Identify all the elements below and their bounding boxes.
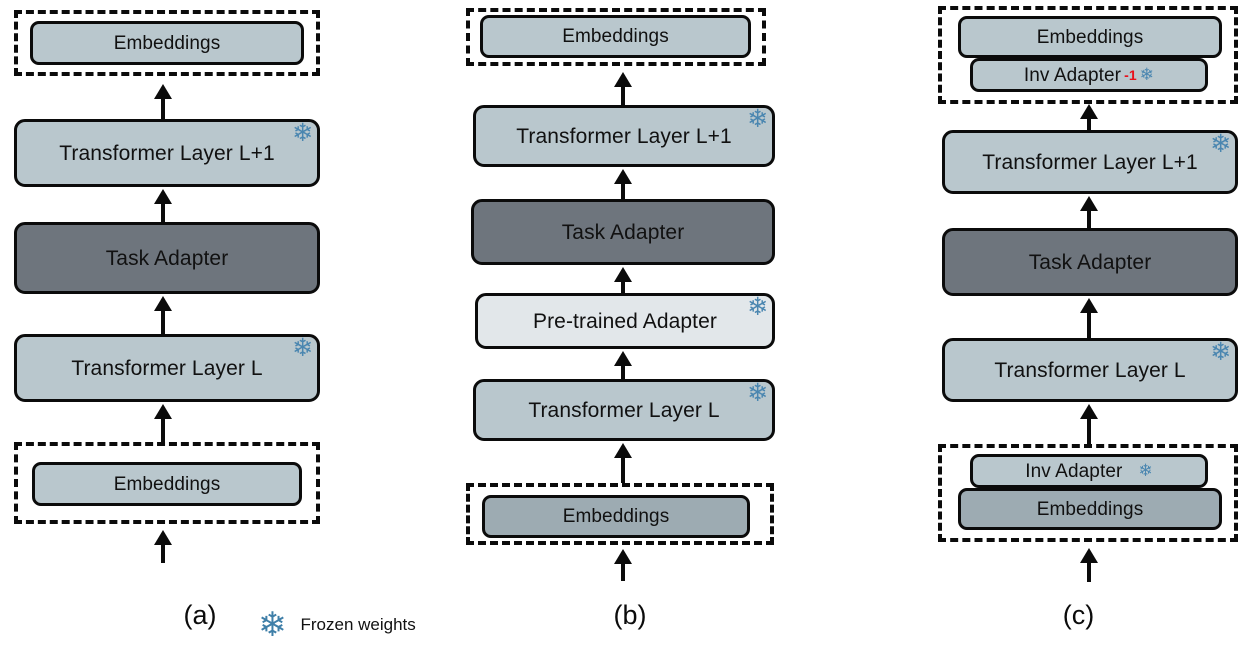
node-label: Task Adapter	[561, 220, 685, 244]
input-group-a	[14, 442, 320, 524]
output-group-b	[466, 8, 766, 66]
node-label: Task Adapter	[1028, 250, 1152, 274]
node-label: Task Adapter	[105, 246, 229, 270]
snowflake-icon: ❄	[291, 333, 313, 362]
node-label: Embeddings	[1036, 498, 1144, 520]
legend: ❄ Frozen weights	[258, 608, 416, 642]
node-label: Pre-trained Adapter	[532, 309, 717, 333]
node-transformer-layer-l-plus-1-a[interactable]: Transformer Layer L+1 ❄	[14, 119, 320, 187]
node-label: Transformer Layer L	[994, 358, 1186, 382]
output-group-c	[938, 6, 1238, 104]
node-top-embeddings-b[interactable]: Embeddings	[480, 15, 751, 58]
node-label: Embeddings	[113, 32, 221, 54]
node-transformer-layer-l-c[interactable]: Transformer Layer L ❄	[942, 338, 1238, 402]
snowflake-icon: ❄	[746, 378, 768, 407]
snowflake-icon: ❄	[746, 292, 768, 321]
node-label: Embeddings	[113, 473, 221, 495]
snowflake-icon: ❄	[1209, 337, 1231, 366]
snowflake-icon: ❄	[1209, 129, 1231, 158]
node-inv-adapter-c[interactable]: Inv Adapter ❄	[970, 454, 1208, 488]
node-label: Embeddings	[562, 26, 669, 47]
snowflake-icon: ❄	[1139, 64, 1155, 85]
node-label: Transformer Layer L+1	[516, 124, 732, 148]
panel-a: Embeddings Transformer Layer L+1 ❄ Task …	[0, 0, 400, 667]
node-transformer-layer-l-plus-1-b[interactable]: Transformer Layer L+1 ❄	[473, 105, 775, 167]
panel-caption-a: (a)	[183, 600, 217, 630]
node-bottom-embeddings-c[interactable]: Embeddings	[958, 488, 1222, 530]
node-transformer-layer-l-a[interactable]: Transformer Layer L ❄	[14, 334, 320, 402]
node-task-adapter-c[interactable]: Task Adapter	[942, 228, 1238, 296]
input-group-b	[466, 483, 774, 545]
node-top-embeddings-c[interactable]: Embeddings	[958, 16, 1222, 58]
node-inv-adapter-inverse-c[interactable]: Inv Adapter -1 ❄	[970, 58, 1208, 92]
node-task-adapter-a[interactable]: Task Adapter	[14, 222, 320, 294]
node-label: Transformer Layer L	[71, 356, 263, 380]
panel-caption-b: (b)	[613, 600, 647, 630]
snowflake-icon: ❄	[746, 104, 768, 133]
node-task-adapter-b[interactable]: Task Adapter	[471, 199, 775, 265]
node-label: Transformer Layer L+1	[59, 141, 275, 165]
inverse-superscript: -1	[1124, 67, 1137, 83]
snowflake-icon: ❄	[1138, 460, 1153, 481]
snowflake-icon: ❄	[258, 605, 287, 645]
node-label: Transformer Layer L+1	[982, 150, 1198, 174]
node-label: Embeddings	[1036, 26, 1144, 48]
node-label: Inv Adapter	[1025, 460, 1123, 482]
panel-c: Embeddings Inv Adapter -1 ❄ Transformer …	[900, 0, 1257, 667]
panel-caption-c: (c)	[1062, 600, 1095, 630]
input-group-c	[938, 444, 1238, 542]
node-transformer-layer-l-b[interactable]: Transformer Layer L ❄	[473, 379, 775, 441]
snowflake-icon: ❄	[291, 118, 313, 147]
node-label: Inv Adapter	[1023, 64, 1122, 86]
output-group-a	[14, 10, 320, 76]
node-label: Embeddings	[562, 506, 670, 527]
node-bottom-embeddings-a[interactable]: Embeddings	[32, 462, 302, 506]
node-top-embeddings-a[interactable]: Embeddings	[30, 21, 304, 65]
node-bottom-embeddings-b[interactable]: Embeddings	[482, 495, 750, 538]
node-transformer-layer-l-plus-1-c[interactable]: Transformer Layer L+1 ❄	[942, 130, 1238, 194]
node-label: Transformer Layer L	[528, 398, 720, 422]
panel-b: Embeddings Transformer Layer L+1 ❄ Task …	[440, 0, 820, 667]
node-pretrained-adapter-b[interactable]: Pre-trained Adapter ❄	[475, 293, 775, 349]
legend-label: Frozen weights	[300, 615, 416, 634]
